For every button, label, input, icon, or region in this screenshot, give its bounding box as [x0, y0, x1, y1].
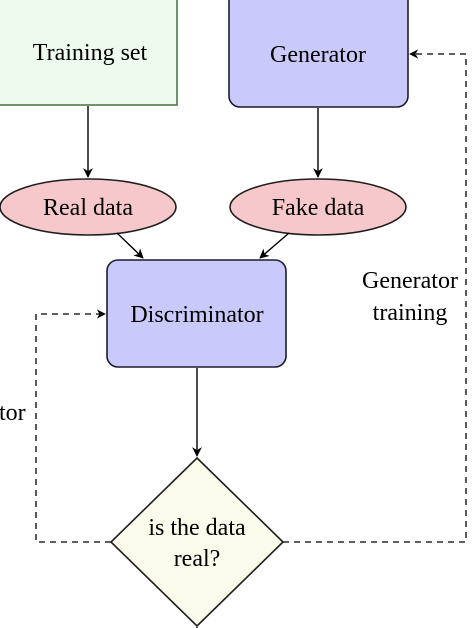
discriminator-box [106, 259, 287, 368]
edge-labels: Generator training tor [0, 268, 458, 426]
generator-node: Generator [228, 0, 409, 108]
decision-label-line2: real? [174, 546, 221, 572]
real-data-node: Real data [0, 178, 177, 236]
discriminator-label: Discriminator [130, 302, 263, 328]
feedback-loops [35, 49, 467, 543]
real-data-ellipse [0, 178, 177, 236]
fake-data-ellipse [229, 178, 407, 236]
discriminator-training-label: tor [0, 400, 26, 426]
flow-arrows [83, 106, 323, 628]
generator-training-label-line2: training [373, 300, 448, 326]
generator-box [228, 0, 409, 108]
generator-training-label-line1: Generator [362, 268, 458, 294]
real-data-label: Real data [43, 195, 133, 221]
arrow-real-to-discriminator [116, 232, 144, 259]
training-set-label: Training set [33, 40, 148, 66]
training-set-box [0, 0, 178, 106]
decision-label-line1: is the data [148, 515, 246, 541]
fake-data-label: Fake data [272, 195, 365, 221]
arrow-fake-to-discriminator [259, 232, 290, 259]
discriminator-node: Discriminator [106, 259, 287, 368]
generator-training-loop [283, 49, 467, 543]
decision-node: is the data real? [109, 456, 285, 628]
discriminator-training-loop [35, 309, 111, 543]
training-set-node: Training set [0, 0, 178, 106]
decision-diamond [109, 456, 285, 628]
fake-data-node: Fake data [229, 178, 407, 236]
generator-label: Generator [270, 42, 366, 68]
